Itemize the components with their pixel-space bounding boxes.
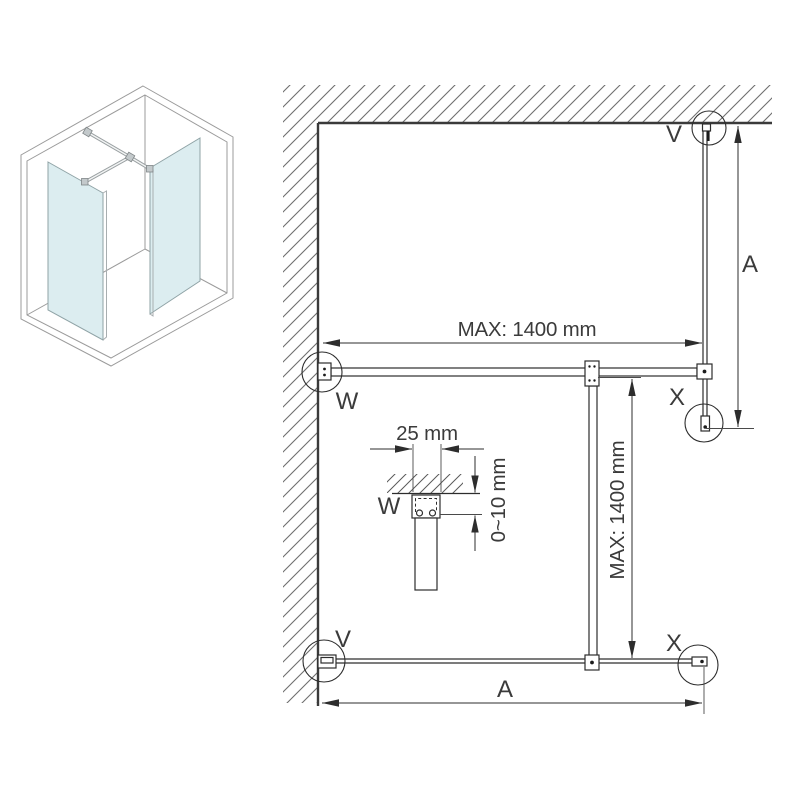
callout-circle-v-top: [691, 110, 727, 146]
glass-panel-left: [47, 161, 104, 341]
glass-panel-left-thickness: [102, 190, 107, 341]
iso-wall-bracket: [82, 126, 93, 138]
detail-dim-gap-label: 0~10 mm: [487, 458, 510, 543]
iso-tee-connector: [124, 151, 136, 163]
dim-label-a-bottom: A: [497, 676, 513, 703]
detail-bracket-label: W: [378, 493, 401, 520]
detail-support-bar: [414, 517, 438, 591]
plan-view: V W X V X MAX: 1400 mm MAX: 1400 mm A A: [283, 85, 772, 714]
dim-label-a-right: A: [742, 251, 758, 278]
iso-support-bars: [81, 126, 154, 186]
support-bar-vertical: [588, 385, 598, 660]
iso-room-outer-outline: [20, 85, 234, 367]
iso-room-inner-outline: [26, 94, 228, 359]
detail-hidden-glass-edge: [415, 498, 437, 512]
detail-wall-hatch: [387, 474, 463, 493]
callout-circle-x-right: [684, 403, 724, 443]
glass-panel-right: [149, 137, 201, 315]
wall-hatch-left: [283, 123, 318, 703]
label-v-top: V: [666, 121, 682, 148]
callout-circle-v-bottom: [302, 639, 346, 683]
label-v-bottom: V: [335, 626, 351, 653]
callout-circle-w: [301, 351, 343, 393]
dim-label-vertical-max: MAX: 1400 mm: [606, 441, 629, 580]
wall-hatch-top: [283, 85, 772, 123]
iso-panel-clamp-right: [146, 165, 154, 173]
wall-profile-v-top: [701, 123, 712, 132]
tee-bracket: [584, 360, 600, 387]
panel-right-end-cap: [700, 415, 711, 432]
wall-bracket-w: [317, 362, 332, 381]
plan-panel-bottom: [317, 654, 708, 669]
bracket-detail-view: 25 mm W 0~10 mm: [370, 422, 510, 591]
support-bar-horizontal: [330, 367, 698, 377]
label-x-right: X: [669, 384, 685, 411]
detail-screw-left: [415, 509, 424, 517]
wall-profile-v-bottom-inner: [320, 656, 334, 664]
isometric-preview: [20, 85, 234, 367]
callout-circle-x-bottom: [677, 644, 719, 686]
label-x-bottom: X: [666, 630, 682, 657]
dim-label-horizontal-max: MAX: 1400 mm: [458, 318, 597, 341]
detail-dim-width-label: 25 mm: [396, 422, 458, 445]
label-w-wall: W: [336, 388, 359, 415]
panel-bottom-end-cap: [691, 656, 708, 667]
plan-support-bars: [317, 360, 713, 671]
iso-panel-clamp-left: [81, 178, 89, 186]
detail-screw-right: [428, 509, 437, 517]
plan-dimensions: MAX: 1400 mm MAX: 1400 mm A A: [322, 126, 758, 714]
